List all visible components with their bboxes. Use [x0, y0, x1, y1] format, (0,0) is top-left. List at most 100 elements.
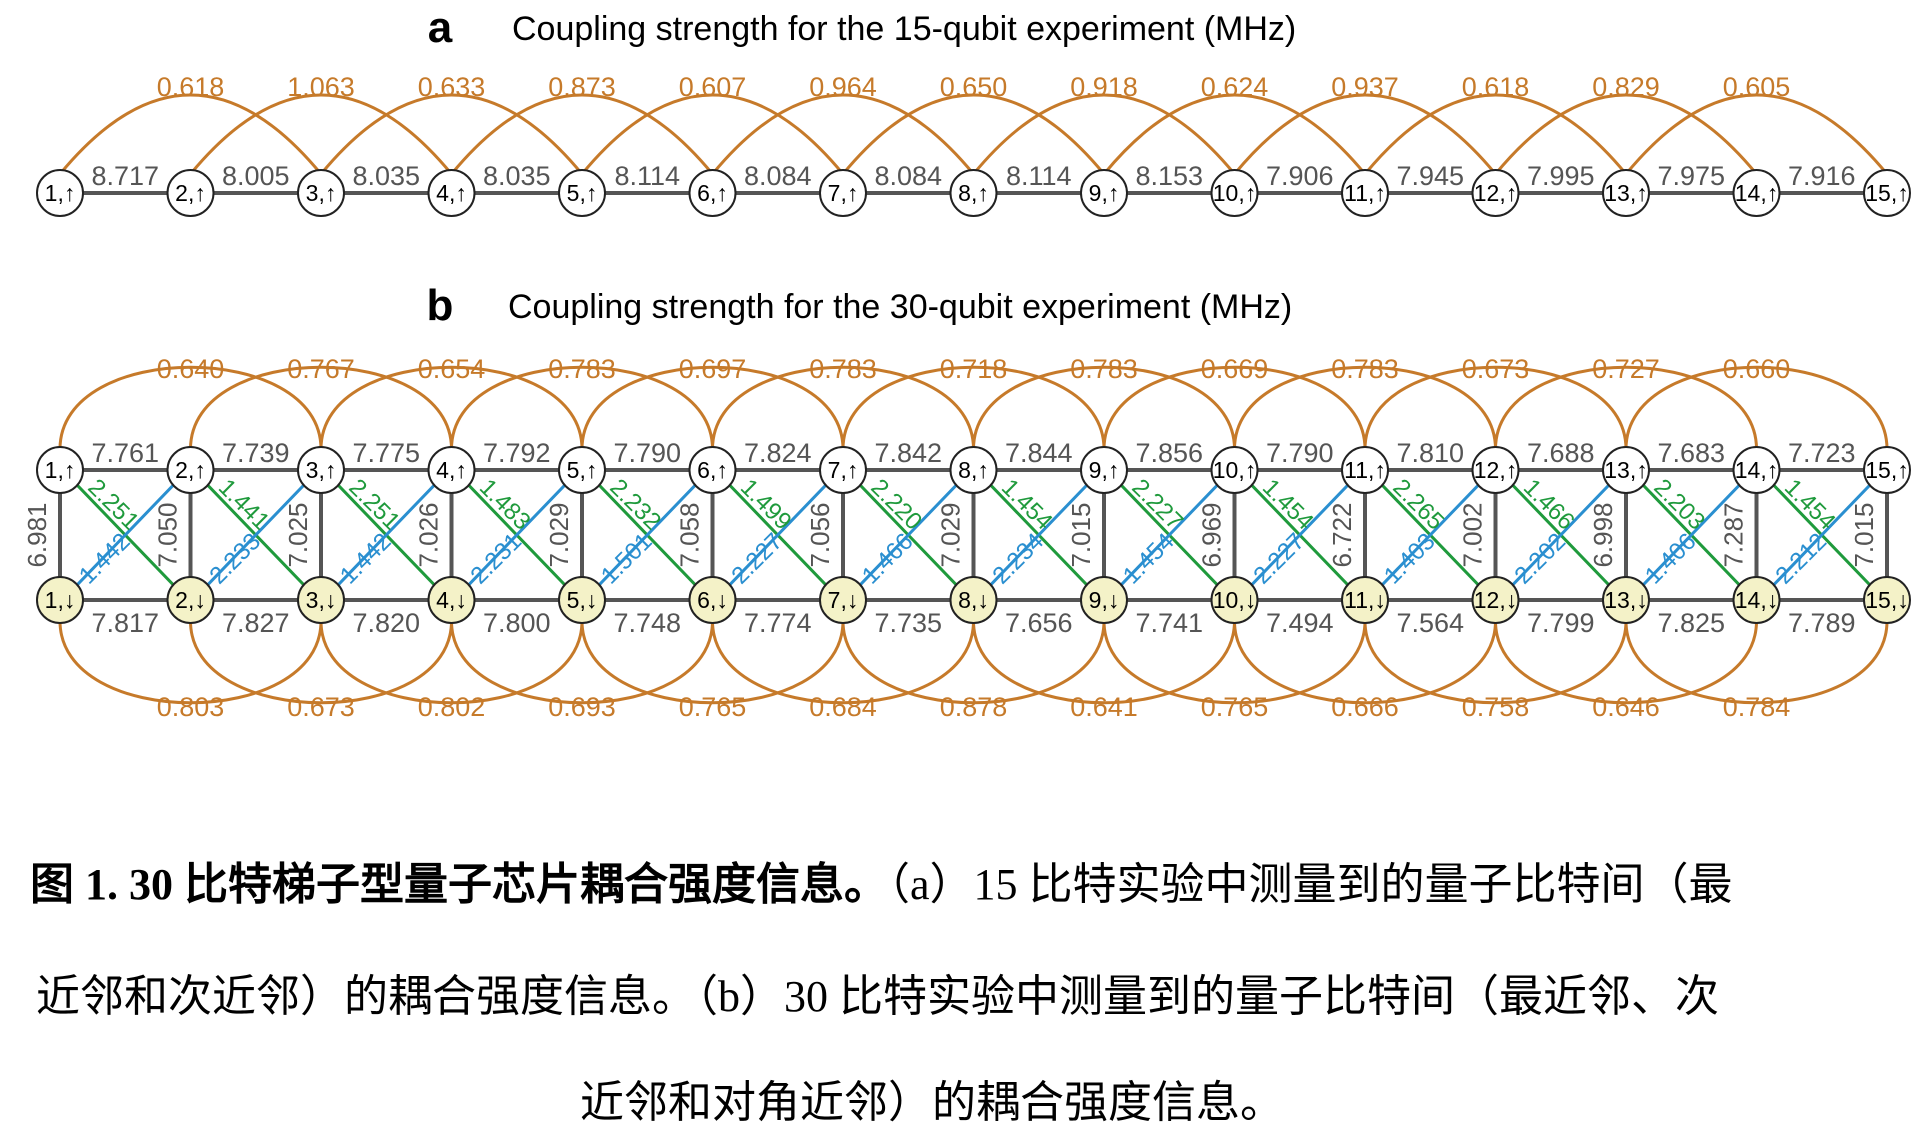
qubit-node-a-9 [1080, 169, 1128, 217]
bottom-nn-label-7: 7.735 [874, 608, 942, 638]
qubit-node-a-11 [1341, 169, 1389, 217]
nnn-label-a-7: 0.650 [940, 72, 1008, 102]
qubit-node-a-1 [36, 169, 84, 217]
blue-diagonal-4 [467, 484, 566, 586]
top-qubit-node-3 [297, 446, 345, 494]
bottom-nn-label-11: 7.564 [1396, 608, 1464, 638]
blue-diagonal-10 [1250, 484, 1349, 586]
bottom-nn-label-2: 7.827 [222, 608, 290, 638]
qubit-label-a-4: 4,↑ [436, 180, 467, 206]
top-nnn-label-10: 0.783 [1331, 354, 1399, 384]
top-qubit-node-5 [558, 446, 606, 494]
bottom-qubit-label-5: 5,↓ [567, 587, 598, 613]
nnn-label-a-3: 0.633 [418, 72, 486, 102]
nn-label-a-4: 8.035 [483, 161, 551, 191]
top-nn-label-13: 7.683 [1657, 438, 1725, 468]
top-qubit-node-6 [688, 446, 737, 494]
top-nn-label-11: 7.810 [1396, 438, 1464, 468]
rung-label-14: 7.287 [1719, 502, 1749, 567]
top-nnn-label-9: 0.669 [1201, 354, 1269, 384]
bottom-nn-label-5: 7.748 [613, 608, 681, 638]
bottom-nn-label-8: 7.656 [1005, 608, 1073, 638]
top-nnn-arc-3 [319, 365, 584, 450]
qubit-node-a-15 [1863, 169, 1911, 217]
bottom-qubit-node-9 [1080, 576, 1128, 624]
top-qubit-node-9 [1080, 446, 1128, 494]
rung-label-10: 6.969 [1197, 502, 1227, 567]
top-nnn-label-6: 0.783 [809, 354, 877, 384]
qubit-node-a-5 [558, 169, 606, 217]
top-nnn-arc-1 [58, 365, 323, 450]
bottom-nn-label-13: 7.825 [1657, 608, 1725, 638]
bottom-qubit-label-6: 6,↓ [697, 587, 728, 613]
bottom-nnn-label-9: 0.765 [1201, 692, 1269, 722]
panel-a-title: Coupling strength for the 15-qubit exper… [512, 10, 1296, 48]
bottom-nnn-arc-4 [450, 620, 714, 705]
top-nnn-arc-12 [1494, 365, 1758, 450]
top-nnn-label-3: 0.654 [418, 354, 486, 384]
blue-diagonal-13 [1642, 484, 1741, 586]
qubit-node-a-3 [297, 169, 345, 217]
qubit-label-a-9: 9,↑ [1089, 180, 1120, 206]
bottom-qubit-node-4 [427, 576, 476, 624]
blue-diagonal-1 [76, 484, 175, 586]
top-qubit-label-11: 11,↑ [1344, 457, 1386, 483]
qubit-label-a-5: 5,↑ [567, 180, 598, 206]
bottom-qubit-label-9: 9,↓ [1089, 587, 1120, 613]
bottom-nnn-arc-12 [1494, 620, 1758, 705]
nnn-label-a-5: 0.607 [679, 72, 747, 102]
nnn-label-a-1: 0.618 [157, 72, 225, 102]
bottom-nnn-label-8: 0.641 [1070, 692, 1138, 722]
top-qubit-label-6: 6,↑ [697, 457, 728, 483]
top-nn-label-14: 7.723 [1788, 438, 1856, 468]
bottom-qubit-label-12: 12,↓ [1474, 587, 1517, 613]
top-qubit-node-11 [1341, 446, 1389, 494]
top-nnn-label-8: 0.783 [1070, 354, 1138, 384]
bottom-qubit-label-14: 14,↓ [1735, 587, 1778, 613]
top-qubit-node-4 [427, 446, 476, 494]
top-qubit-label-13: 13,↑ [1604, 457, 1647, 483]
rung-label-7: 7.056 [805, 502, 835, 567]
top-nnn-label-13: 0.660 [1723, 354, 1791, 384]
bottom-nnn-label-1: 0.803 [157, 692, 225, 722]
bottom-nnn-arc-8 [972, 620, 1236, 705]
nn-label-a-3: 8.035 [352, 161, 420, 191]
nnn-arc-a-8 [972, 93, 1236, 175]
bottom-qubit-label-7: 7,↓ [828, 587, 859, 613]
blue-diagonal-8 [989, 484, 1088, 586]
nnn-label-a-4: 0.873 [548, 72, 616, 102]
qubit-label-a-6: 6,↑ [697, 180, 728, 206]
bottom-qubit-label-10: 10,↓ [1213, 587, 1256, 613]
top-qubit-label-14: 14,↑ [1735, 457, 1778, 483]
rung-label-1: 6.981 [22, 502, 52, 567]
bottom-qubit-label-4: 4,↓ [436, 587, 467, 613]
top-nn-label-10: 7.790 [1266, 438, 1334, 468]
nnn-arc-a-3 [319, 93, 584, 175]
bottom-nnn-label-4: 0.693 [548, 692, 616, 722]
bottom-nnn-arc-11 [1363, 620, 1628, 705]
bottom-nn-label-3: 7.820 [352, 608, 420, 638]
rung-label-5: 7.029 [544, 502, 574, 567]
bottom-nn-label-12: 7.799 [1527, 608, 1595, 638]
qubit-node-a-2 [166, 169, 215, 217]
bottom-nnn-label-10: 0.666 [1331, 692, 1399, 722]
top-nnn-arc-4 [450, 365, 714, 450]
qubit-node-a-8 [949, 169, 998, 217]
bottom-qubit-label-8: 8,↓ [958, 587, 989, 613]
caption-line-1-rest: （a）15 比特实验中测量到的量子比特间（最 [888, 860, 1733, 909]
nnn-arc-a-10 [1233, 93, 1497, 175]
nn-label-a-2: 8.005 [222, 161, 290, 191]
caption-line-3: 近邻和对角近邻）的耦合强度信息。 [580, 1078, 1284, 1127]
nnn-arc-a-7 [841, 93, 1106, 175]
qubit-label-a-3: 3,↑ [306, 180, 337, 206]
top-nnn-arc-8 [972, 365, 1236, 450]
bottom-nnn-label-7: 0.878 [940, 692, 1008, 722]
qubit-node-a-12 [1471, 169, 1520, 217]
top-nn-label-7: 7.842 [874, 438, 942, 468]
bottom-nnn-arc-3 [319, 620, 584, 705]
top-qubit-node-13 [1602, 446, 1650, 494]
nnn-arc-a-9 [1102, 93, 1367, 175]
bottom-qubit-node-15 [1863, 576, 1911, 624]
top-nn-label-5: 7.790 [613, 438, 681, 468]
